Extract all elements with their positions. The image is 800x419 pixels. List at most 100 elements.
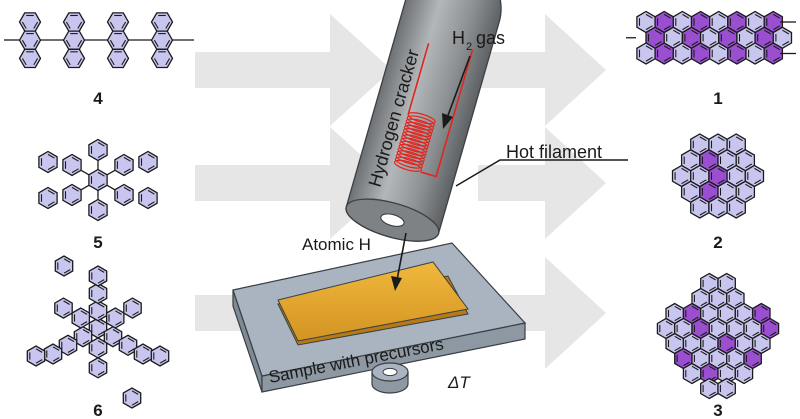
coil-turn [398,143,427,157]
double-bond [717,147,725,153]
double-bond [65,21,71,29]
double-bond [97,360,105,365]
double-bond [121,39,127,47]
double-bond [700,320,708,326]
double-bond [709,380,716,386]
h2-gas-subscript: 2 [466,41,472,53]
compound-label-6: 6 [93,401,102,419]
double-bond [645,45,653,51]
double-bond [726,152,734,157]
coil-turn [393,159,423,172]
double-bond [754,167,762,173]
double-bond [77,58,83,66]
compound-label-2: 2 [713,233,722,252]
double-bond [745,41,753,46]
atomic-h-arrow [391,232,407,291]
double-bond [717,301,725,307]
double-bond [132,311,139,316]
double-bond [123,156,131,162]
double-bond [699,210,707,216]
double-bond [71,186,79,192]
hydrogen-cracker [345,0,502,242]
double-bond [142,357,150,362]
double-bond [773,56,781,62]
double-bond [673,41,681,46]
double-bond [773,13,781,19]
heater-mount [371,362,409,394]
double-bond [52,346,60,351]
double-bond [700,331,708,337]
double-bond [700,25,708,31]
double-bond [717,320,725,326]
double-bond [727,29,735,35]
double-bond [691,305,699,311]
double-bond [131,401,139,406]
double-bond [691,346,699,352]
double-bond [663,56,671,62]
double-bond [674,316,682,322]
double-bond [709,346,716,352]
double-bond [665,320,673,326]
double-bond [726,316,734,322]
double-bond [726,195,734,200]
double-bond [726,305,734,311]
double-bond [97,268,105,273]
double-bond [682,45,690,51]
double-bond [674,335,682,341]
double-bond [127,348,135,353]
double-bond [726,335,734,341]
double-bond [673,29,681,35]
double-bond [663,25,671,31]
double-bond [736,13,744,19]
double-bond [97,320,105,325]
double-bond [109,58,115,66]
coil-turn [402,131,431,144]
double-bond [121,21,127,29]
double-bond [112,339,120,345]
filament-lead [407,43,430,115]
double-bond [773,25,781,31]
double-bond [165,58,171,66]
double-bond [726,275,734,281]
double-bond [717,290,725,296]
double-bond [691,376,699,382]
double-bond [115,321,122,326]
double-bond [97,340,105,345]
double-bond [700,361,708,367]
double-bond [674,305,682,311]
double-bond [717,331,725,337]
double-bond [97,370,105,376]
arrow-top-right [478,14,606,126]
double-bond [77,21,83,29]
coil-turn [400,137,429,150]
coil-turn [394,156,424,169]
double-bond [735,290,742,296]
double-bond [97,279,105,284]
double-bond [97,285,105,291]
arrow-top-left [195,14,392,126]
double-bond [683,361,690,367]
double-bond [683,331,690,337]
double-bond [736,25,744,31]
double-bond [717,179,725,185]
double-bond [21,21,27,29]
double-bond [761,305,768,311]
double-bond [674,346,682,352]
double-bond [709,305,716,311]
double-bond [752,350,760,356]
coil-turn [399,140,428,153]
double-bond [718,56,726,62]
double-bond [769,320,777,326]
double-bond [709,316,716,322]
double-bond [123,198,131,204]
double-bond [645,13,653,19]
double-bond [727,41,735,46]
double-bond [782,29,790,35]
double-bond [700,301,708,307]
double-bond [690,163,698,169]
double-bond [735,167,743,173]
double-bond [691,335,699,341]
double-bond [654,29,662,35]
double-bond [690,183,698,189]
double-bond [97,313,105,319]
